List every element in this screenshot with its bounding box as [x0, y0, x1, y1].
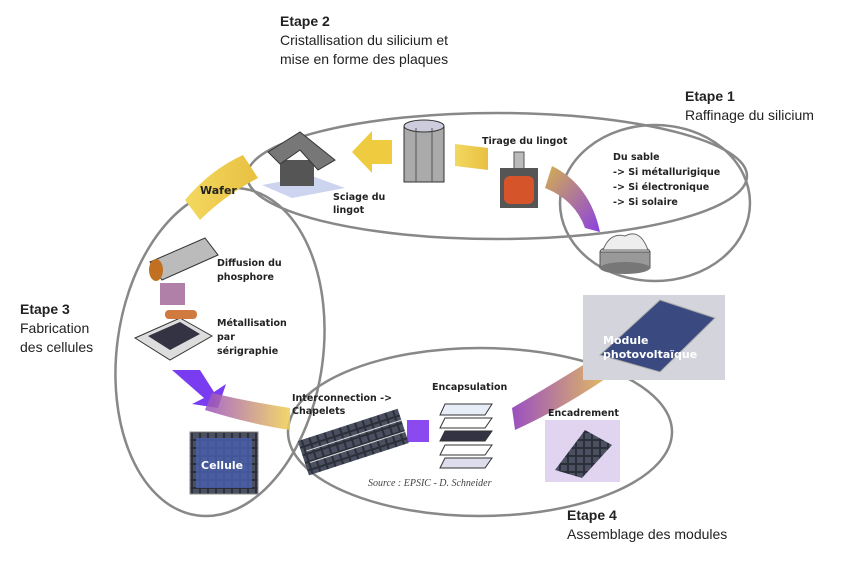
etape-2-subtitle-line1: Cristallisation du silicium et — [280, 32, 449, 48]
wafer-label: Wafer — [200, 184, 237, 197]
sable-label: Du sable — [613, 152, 660, 163]
arrow-lingot-to-sciage — [352, 131, 392, 173]
interconnection-label-line1: Interconnection -> — [292, 393, 392, 404]
arrow-interco-to-encap — [407, 420, 429, 442]
sciage-label-line1: Sciage du — [333, 192, 385, 203]
module-label-line1: Module — [603, 334, 648, 347]
etape-3-subtitle-line2: des cellules — [20, 339, 94, 355]
module-label-line2: photovoltaïque — [603, 348, 697, 361]
diffusion-label-line1: Diffusion du — [217, 258, 282, 269]
si-metallurgique-label: -> Si métallurigique — [613, 167, 720, 178]
metallisation-label-line1: Métallisation — [217, 318, 287, 329]
metallisation-label-line2: par — [217, 332, 235, 343]
ingot-image — [403, 119, 445, 183]
etape-3-title: Etape 3 — [20, 301, 70, 317]
arrow-wafer — [185, 155, 258, 220]
etape-2-heading: Etape 2 Cristallisation du silicium et m… — [280, 12, 448, 69]
sand-image — [599, 233, 651, 274]
etape-3-subtitle-line1: Fabrication — [20, 320, 90, 336]
string-image — [297, 408, 409, 476]
arrow-tirage-to-lingot — [455, 144, 488, 170]
tirage-label: Tirage du lingot — [482, 136, 568, 147]
etape-4-subtitle: Assemblage des modules — [567, 526, 728, 542]
encapsulation-layers-image — [439, 403, 493, 469]
si-electronique-label: -> Si électronique — [613, 182, 709, 193]
metallisation-label-line3: sérigraphie — [217, 346, 278, 357]
etape-4-title: Etape 4 — [567, 507, 617, 523]
screen-printer-image — [133, 310, 214, 361]
ellipse-etape-3 — [114, 186, 326, 518]
arrow-sable-to-tirage — [545, 166, 600, 232]
etape-4-heading: Etape 4 Assemblage des modules — [567, 506, 727, 544]
interconnection-label-line2: Chapelets — [292, 406, 346, 417]
diffusion-furnace-image — [149, 237, 219, 281]
saw-image — [262, 131, 345, 198]
ellipse-etape-1 — [558, 123, 752, 283]
cellule-label: Cellule — [201, 459, 243, 472]
cell-image: Cellule — [189, 431, 259, 495]
arrow-cellule-to-interco — [205, 393, 290, 430]
encadrement-label: Encadrement — [548, 408, 619, 419]
si-solaire-label: -> Si solaire — [613, 197, 678, 208]
source-credit: Source : EPSIC - D. Schneider — [368, 478, 492, 489]
crucible-image — [500, 151, 538, 208]
ellipse-etape-4 — [286, 346, 674, 518]
encapsulation-label: Encapsulation — [432, 382, 508, 393]
etape-1-heading: Etape 1 Raffinage du silicium — [685, 87, 814, 125]
sciage-label-line2: lingot — [333, 205, 365, 216]
etape-3-heading: Etape 3 Fabrication des cellules — [20, 300, 93, 357]
etape-2-title: Etape 2 — [280, 13, 330, 29]
etape-2-subtitle-line2: mise en forme des plaques — [280, 51, 449, 67]
arrow-diffusion-to-metal — [160, 283, 185, 305]
etape-1-title: Etape 1 — [685, 88, 735, 104]
diffusion-label-line2: phosphore — [217, 272, 274, 283]
etape-1-subtitle: Raffinage du silicium — [685, 107, 814, 123]
module-image: Module photovoltaïque — [583, 295, 725, 380]
frame-image — [545, 420, 620, 482]
